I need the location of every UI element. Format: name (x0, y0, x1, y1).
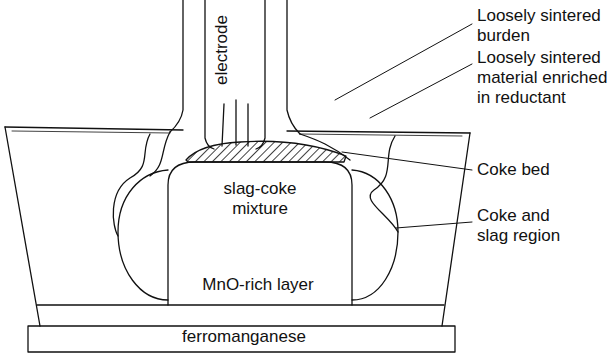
electrode-node: electrode (212, 11, 236, 89)
coke-bed (186, 141, 346, 162)
coke-slag-boundary (352, 170, 398, 300)
slag-coke-dome (168, 162, 352, 305)
crucible-rim (287, 131, 470, 133)
leader-line (370, 64, 472, 118)
ferromanganese-band (28, 326, 455, 352)
mno-layer-line (37, 304, 444, 305)
region-label: MnO-rich layer (198, 275, 318, 295)
region-label: electrode (212, 11, 232, 89)
region-label: slag-coke mixture (206, 179, 314, 219)
crucible-rim (5, 127, 183, 130)
electrode-outline (256, 0, 265, 149)
reductant-zone-boundary (150, 132, 170, 176)
crucible-wall (442, 133, 470, 326)
electrode-tip (222, 100, 248, 146)
electrode-outline (170, 0, 183, 132)
region-label: ferromanganese (178, 327, 310, 347)
electrode-outline (287, 0, 300, 134)
crucible-wall (5, 127, 40, 326)
reductant-zone-boundary (370, 136, 398, 232)
slag-coke-region: slag-coke mixture (206, 179, 314, 223)
coke-slag-boundary (118, 170, 168, 300)
ferromanganese-band-node: ferromanganese (178, 327, 310, 351)
callout-label: Loosely sintered material enriched in re… (477, 48, 609, 108)
callout-label: Coke and slag region (477, 206, 577, 246)
leader-line (396, 222, 472, 228)
leader-line (342, 152, 472, 170)
crucible-inner-rim (12, 131, 462, 136)
callout-label: Coke bed (477, 160, 607, 180)
mno-layer-band: MnO-rich layer (198, 275, 318, 299)
leader-line (335, 24, 472, 100)
callout-label: Loosely sintered burden (477, 6, 609, 46)
